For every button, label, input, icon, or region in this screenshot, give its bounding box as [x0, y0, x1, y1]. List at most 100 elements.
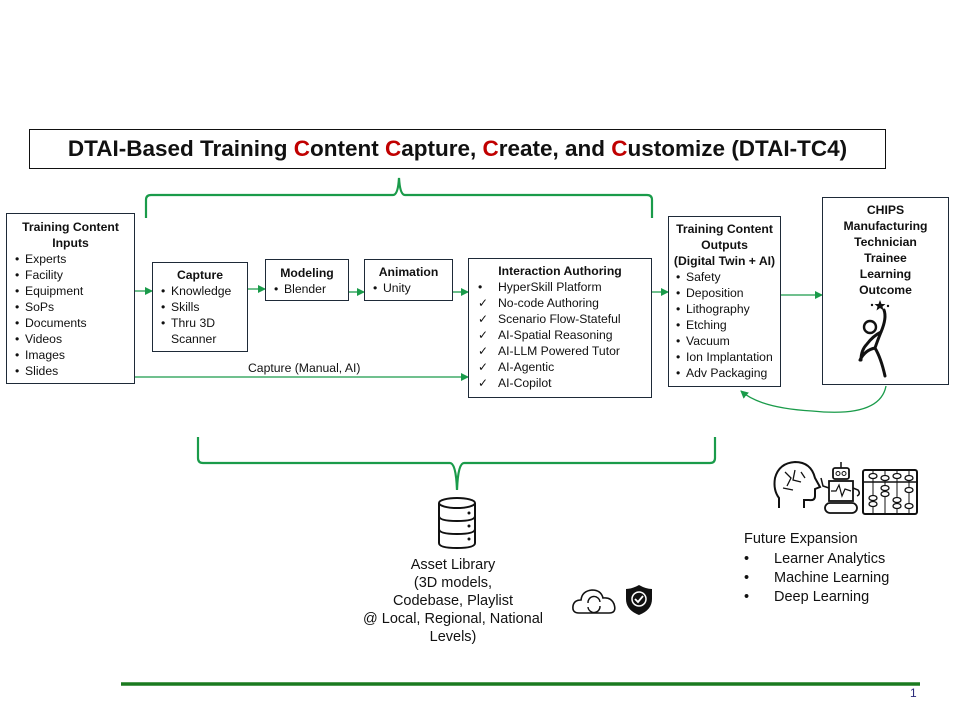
list-item-text: Etching	[686, 318, 727, 332]
list-item-text: Experts	[25, 252, 67, 266]
list-item: •Lithography	[676, 301, 780, 317]
list-item-text: Facility	[25, 268, 63, 282]
list-item: ✓Scenario Flow-Stateful	[478, 311, 651, 327]
future-expansion-item-text: Learner Analytics	[774, 551, 886, 567]
cloud-sync-icon	[572, 589, 616, 614]
bullet-icon: •	[15, 268, 20, 282]
asset-library-line: Asset Library	[410, 557, 496, 573]
bullet-icon: •	[676, 286, 681, 300]
list-item: ✓AI-Copilot	[478, 375, 651, 391]
inputs-title-line: Inputs	[52, 236, 89, 250]
list-item-text: HyperSkill Platform	[498, 280, 602, 294]
ai-head-icon	[773, 460, 822, 508]
capture-title: Capture	[176, 268, 224, 282]
check-icon: ✓	[478, 312, 489, 326]
list-item-text: Lithography	[686, 302, 750, 316]
asset-library-text: Asset Library (3D models, Codebase, Playli…	[360, 556, 546, 646]
bullet-icon: •	[161, 316, 166, 330]
asset-library-line: (3D models,	[413, 575, 493, 591]
celebrating-person-icon	[858, 300, 890, 378]
bullet-icon: •	[15, 348, 20, 362]
future-expansion-item: • Deep Learning	[744, 588, 889, 607]
bullet-icon: •	[676, 350, 681, 364]
top-brace	[144, 177, 654, 218]
asset-library-line: Levels)	[429, 629, 477, 645]
list-item: • Documents	[15, 315, 134, 331]
list-item: ✓No-code Authoring	[478, 295, 651, 311]
asset-library-line: Codebase, Playlist	[392, 593, 514, 609]
capture-arrow-label: Capture (Manual, AI)	[248, 361, 361, 375]
list-item: •Safety	[676, 269, 780, 285]
list-item: • Facility	[15, 267, 134, 283]
bullet-icon: •	[373, 281, 378, 295]
list-item-text: Unity	[383, 281, 411, 295]
list-item-text: Deposition	[686, 286, 744, 300]
list-item-text: No-code Authoring	[498, 296, 599, 310]
title-highlight-letter: C	[293, 136, 310, 161]
list-item: •Videos	[15, 331, 134, 347]
interaction-list: •HyperSkill Platform✓No-code Authoring✓S…	[478, 279, 651, 391]
bottom-brace	[196, 437, 717, 491]
list-item-text: Ion Implantation	[686, 350, 773, 364]
future-expansion-item-text: Deep Learning	[774, 589, 870, 605]
outcome-title-line: CHIPS	[866, 203, 905, 217]
list-item: • SoPs	[15, 299, 134, 315]
bullet-icon: •	[676, 270, 681, 284]
list-item: • Knowledge	[161, 283, 247, 299]
bullet-icon: •	[744, 589, 750, 605]
list-item: •Skills	[161, 299, 247, 315]
bullet-icon: •	[15, 300, 20, 314]
bullet-icon: •	[161, 284, 166, 298]
outcome-title-line: Outcome	[859, 283, 912, 297]
animation-box: Animation • Unity	[364, 259, 453, 301]
list-item-text: Equipment	[25, 284, 84, 298]
bullet-icon: •	[161, 300, 166, 314]
list-item: • Deposition	[676, 285, 780, 301]
list-item: •Etching	[676, 317, 780, 333]
robot-icon	[820, 462, 861, 514]
title-text: apture,	[401, 136, 483, 161]
list-item-text: Documents	[25, 316, 87, 330]
list-item: • HyperSkill Platform	[478, 279, 651, 295]
page-number: 1	[910, 686, 917, 700]
list-item-text: SoPs	[25, 300, 55, 314]
animation-title: Animation	[378, 265, 439, 279]
bullet-icon: •	[478, 280, 483, 294]
list-item-text: Vacuum	[686, 334, 730, 348]
outputs-title-line: Training Content	[676, 222, 773, 236]
future-expansion-item: •Machine Learning	[744, 569, 889, 588]
list-item: •Thru 3D	[161, 315, 247, 331]
title-highlight-letter: C	[384, 136, 402, 161]
list-item: •Adv Packaging	[676, 365, 780, 381]
bullet-icon: •	[744, 551, 750, 567]
inputs-list: •Experts•Facility•Equipment•SoPs•Documen…	[15, 251, 134, 379]
arrow-feedback-loop	[740, 385, 887, 413]
bullet-icon: •	[15, 316, 20, 330]
outcome-title-line: Manufacturing	[843, 219, 928, 233]
check-icon: ✓	[478, 376, 489, 390]
bullet-icon: •	[15, 284, 20, 298]
future-expansion-heading: Future Expansion	[744, 531, 858, 547]
list-item-text: Blender	[284, 282, 327, 296]
future-expansion-item: • Learner Analytics	[744, 550, 889, 569]
interaction-title: Interaction Authoring	[498, 264, 622, 278]
inputs-title: Training Content Inputs	[7, 219, 134, 251]
list-item-text: Knowledge	[171, 284, 232, 298]
interaction-authoring-box: Interaction Authoring • HyperSkill Platfo…	[468, 258, 652, 398]
modeling-box: Modeling •Blender	[265, 259, 349, 301]
list-item: •Images	[15, 347, 134, 363]
title-text: ontent	[309, 136, 385, 161]
title-text: ustomize (DTAI-TC4)	[627, 136, 848, 161]
list-item-text: Slides	[25, 364, 59, 378]
capture-list: • Knowledge•Skills•Thru 3D	[161, 283, 247, 331]
list-item: •Experts	[15, 251, 134, 267]
list-item: ✓AI-LLM Powered Tutor	[478, 343, 651, 359]
list-item: ✓AI-Agentic	[478, 359, 651, 375]
list-item-text: AI-Agentic	[498, 360, 555, 374]
outcome-title-line: Technician	[854, 235, 917, 249]
list-item: • Ion Implantation	[676, 349, 780, 365]
outputs-box: Training Content Outputs (Digital Twin +…	[668, 216, 781, 387]
